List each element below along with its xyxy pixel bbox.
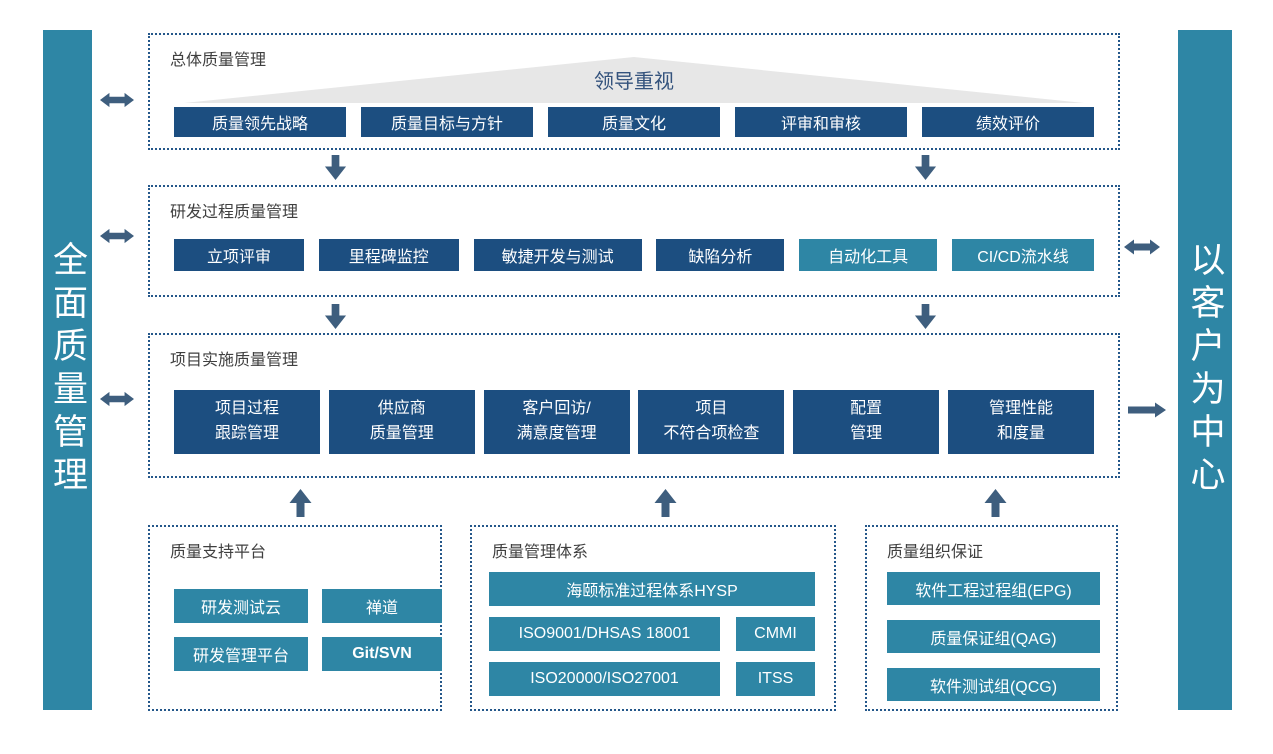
leadership-banner: 领导重视 (594, 71, 674, 93)
project-box-line: 满意度管理 (516, 425, 597, 442)
section-quality-system: 质量管理体系 海颐标准过程体系HYSP ISO9001/DHSAS 18001 … (470, 525, 836, 711)
up-arrow-icon (984, 489, 1007, 517)
project-box-line: 和度量 (996, 425, 1045, 442)
project-box: 项目过程 跟踪管理 (174, 390, 320, 454)
down-arrow-icon (914, 304, 937, 329)
section-overall-quality: 领导重视 总体质量管理 质量领先战略 质量目标与方针 质量文化 评审和审核 绩效… (148, 33, 1120, 150)
project-box: 管理性能 和度量 (947, 390, 1094, 454)
project-box: 供应商 质量管理 (328, 390, 475, 454)
section-title-rnd: 研发过程质量管理 (170, 204, 299, 221)
project-box-line: 供应商 (377, 400, 426, 418)
overall-box: 质量目标与方针 (361, 107, 533, 137)
rnd-box: CI/CD流水线 (951, 239, 1094, 271)
project-box-row: 项目过程 跟踪管理 供应商 质量管理 客户回访/ 满意度管理 项目 不符合项检查… (174, 390, 1094, 454)
project-box-line: 管理 (850, 425, 883, 442)
up-arrow-icon (289, 489, 312, 517)
system-box: ISO20000/ISO27001 (489, 662, 720, 696)
project-box-line: 跟踪管理 (214, 425, 279, 442)
project-box-line: 不符合项检查 (663, 425, 760, 442)
section-rnd-process-quality: 研发过程质量管理 立项评审 里程碑监控 敏捷开发与测试 缺陷分析 自动化工具 C… (148, 185, 1120, 297)
overall-box: 绩效评价 (922, 107, 1094, 137)
section-title-org: 质量组织保证 (887, 544, 984, 561)
down-arrow-icon (324, 155, 347, 180)
project-box-line: 质量管理 (369, 425, 434, 442)
double-arrow-icon (100, 228, 134, 244)
rnd-box: 里程碑监控 (318, 239, 459, 271)
project-box: 配置 管理 (793, 390, 940, 454)
system-box-column: 海颐标准过程体系HYSP ISO9001/DHSAS 18001 CMMI IS… (489, 572, 815, 696)
project-box: 客户回访/ 满意度管理 (483, 390, 630, 454)
section-title-system: 质量管理体系 (492, 544, 589, 561)
system-box-row: ISO9001/DHSAS 18001 CMMI (489, 617, 815, 651)
section-title-project: 项目实施质量管理 (170, 352, 299, 369)
project-box-line: 项目 (695, 400, 728, 418)
double-arrow-icon (100, 391, 134, 407)
rnd-box: 缺陷分析 (656, 239, 785, 271)
overall-box: 评审和审核 (735, 107, 907, 137)
total-quality-bar: 全面质量管理 (43, 30, 92, 710)
platform-box: 研发测试云 (174, 589, 308, 623)
down-arrow-icon (914, 155, 937, 180)
section-title-overall: 总体质量管理 (170, 52, 267, 69)
section-quality-org: 质量组织保证 软件工程过程组(EPG) 质量保证组(QAG) 软件测试组(QCG… (865, 525, 1118, 711)
project-box-line: 客户回访/ (522, 400, 591, 418)
org-box: 软件工程过程组(EPG) (887, 572, 1100, 605)
down-arrow-icon (324, 304, 347, 329)
system-box: ITSS (736, 662, 815, 696)
platform-box-grid: 研发测试云 禅道 研发管理平台 Git/SVN (174, 589, 442, 671)
section-project-quality: 项目实施质量管理 项目过程 跟踪管理 供应商 质量管理 客户回访/ 满意度管理 … (148, 333, 1120, 478)
project-box: 项目 不符合项检查 (638, 390, 785, 454)
org-box: 软件测试组(QCG) (887, 668, 1100, 701)
project-box-line: 配置 (850, 400, 883, 418)
rnd-box: 敏捷开发与测试 (473, 239, 642, 271)
system-box: ISO9001/DHSAS 18001 (489, 617, 720, 651)
double-arrow-icon (100, 92, 134, 108)
leadership-triangle (184, 57, 1084, 103)
right-arrow-icon (1128, 402, 1166, 418)
platform-box: Git/SVN (322, 637, 442, 671)
system-box: CMMI (736, 617, 815, 651)
platform-box: 禅道 (322, 589, 442, 623)
total-quality-bar-label: 全面质量管理 (48, 241, 87, 499)
rnd-box-row: 立项评审 里程碑监控 敏捷开发与测试 缺陷分析 自动化工具 CI/CD流水线 (174, 239, 1094, 271)
overall-box: 质量文化 (548, 107, 720, 137)
overall-box: 质量领先战略 (174, 107, 346, 137)
overall-box-row: 质量领先战略 质量目标与方针 质量文化 评审和审核 绩效评价 (174, 107, 1094, 137)
project-box-line: 管理性能 (988, 400, 1053, 418)
system-box-wide: 海颐标准过程体系HYSP (489, 572, 815, 606)
system-box-row: ISO20000/ISO27001 ITSS (489, 662, 815, 696)
org-box: 质量保证组(QAG) (887, 620, 1100, 653)
double-arrow-icon (1124, 239, 1160, 255)
project-box-line: 项目过程 (214, 400, 279, 418)
platform-box: 研发管理平台 (174, 637, 308, 671)
section-title-platform: 质量支持平台 (170, 544, 267, 561)
customer-centric-bar-label: 以客户为中心 (1185, 241, 1225, 499)
rnd-box: 自动化工具 (799, 239, 938, 271)
rnd-box: 立项评审 (174, 239, 304, 271)
customer-centric-bar: 以客户为中心 (1178, 30, 1232, 710)
up-arrow-icon (654, 489, 677, 517)
section-quality-platform: 质量支持平台 研发测试云 禅道 研发管理平台 Git/SVN (148, 525, 442, 711)
org-box-column: 软件工程过程组(EPG) 质量保证组(QAG) 软件测试组(QCG) (887, 572, 1100, 701)
